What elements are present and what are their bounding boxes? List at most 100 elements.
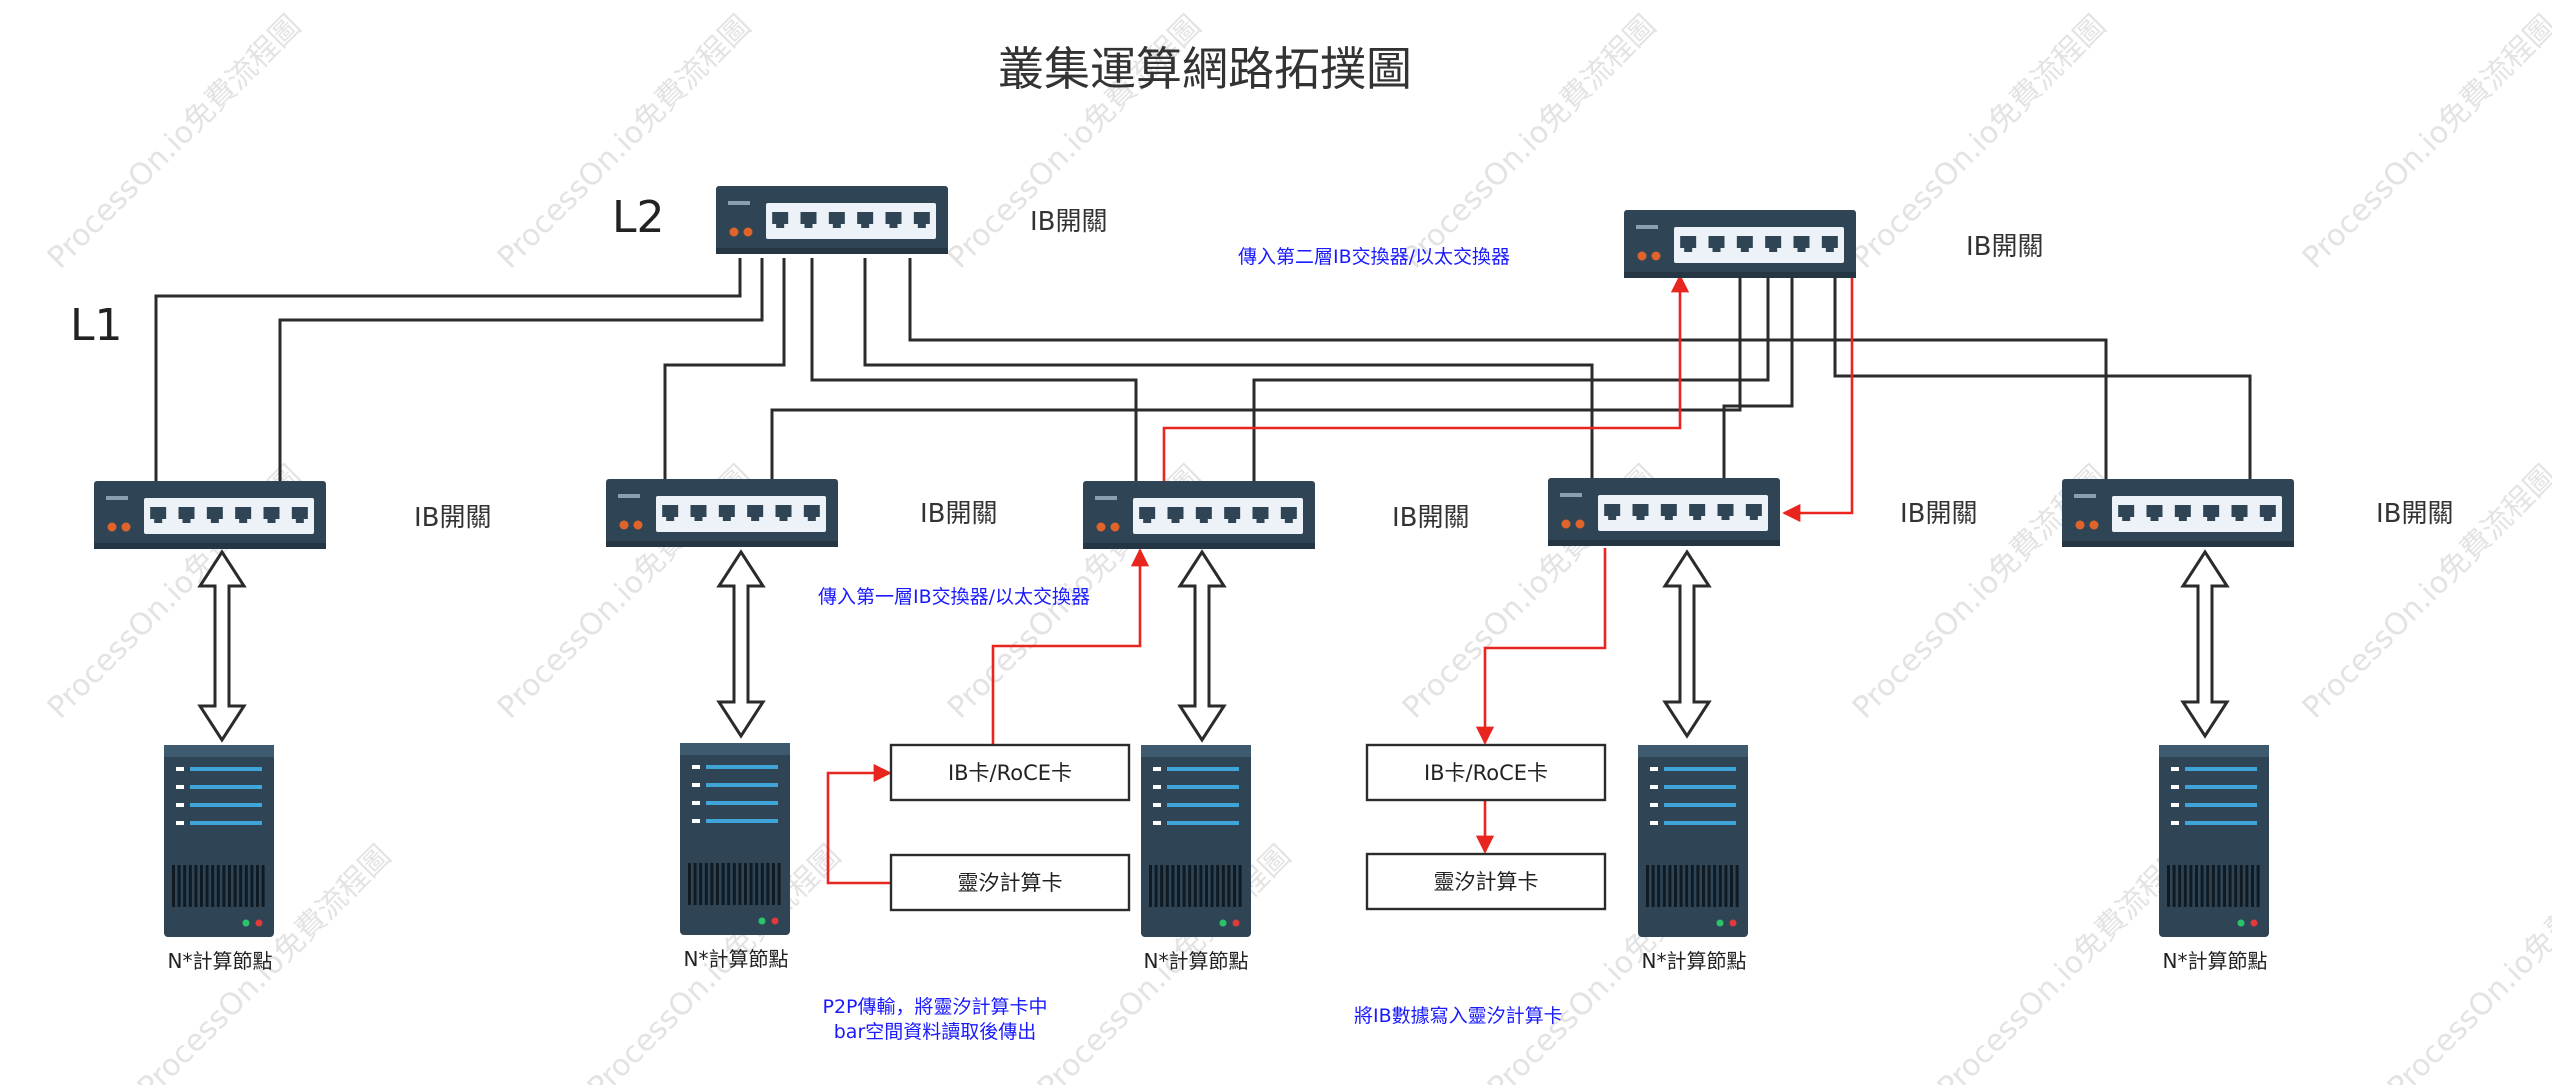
switch-l1-2[interactable] xyxy=(606,479,838,547)
port-icon xyxy=(206,507,223,523)
cable-l2a-p2-s1 xyxy=(278,258,764,484)
port-icon xyxy=(1252,507,1269,523)
switch-l1-1[interactable] xyxy=(94,481,326,549)
watermark-text: ProcessOn.io免費流程圖 xyxy=(2381,839,2552,1085)
port-icon xyxy=(1745,504,1762,520)
status-led xyxy=(2250,919,2258,927)
switch-label: IB開關 xyxy=(1966,232,2044,262)
switch-l1-4[interactable] xyxy=(1548,478,1780,546)
cable-l2b-p5-s5 xyxy=(1833,276,2252,484)
cable-l2a-p5-s4 xyxy=(863,258,1594,484)
port-icon xyxy=(1604,504,1621,520)
status-led xyxy=(1232,919,1240,927)
annotation-to-layer2: 傳入第二層IB交換器/以太交換器 xyxy=(1238,246,1510,268)
port-icon xyxy=(1632,504,1649,520)
ib-card-label: IB卡/RoCE卡 xyxy=(948,761,1072,785)
port-icon xyxy=(1224,507,1241,523)
cable-l2a-p3-s2 xyxy=(663,258,786,484)
watermark-text: ProcessOn.io免費流程圖 xyxy=(1931,839,2198,1085)
annotation-p2p-line2: bar空間資料讀取後傳出 xyxy=(834,1021,1037,1043)
port-icon xyxy=(1821,236,1838,252)
server-icon[interactable] xyxy=(2159,745,2269,937)
server-icon[interactable] xyxy=(1141,745,1251,937)
port-icon xyxy=(775,505,792,521)
port-icon xyxy=(1708,236,1725,252)
diagram-title: 叢集運算網路拓撲圖 xyxy=(998,42,1412,96)
port-icon xyxy=(747,505,764,521)
status-led xyxy=(1716,919,1724,927)
watermark-text: ProcessOn.io免費流程圖 xyxy=(2296,9,2552,276)
switch-l2-a[interactable] xyxy=(716,186,948,254)
port-icon xyxy=(2174,505,2191,521)
uplink-cables xyxy=(154,258,2252,484)
switch-l1-3[interactable] xyxy=(1083,481,1315,549)
port-icon xyxy=(1280,507,1297,523)
path-compute-to-ibcard xyxy=(826,763,892,885)
status-led xyxy=(2089,520,2099,530)
port-icon xyxy=(2259,505,2276,521)
port-icon xyxy=(828,212,845,228)
status-led xyxy=(1729,919,1737,927)
server-icon[interactable] xyxy=(680,743,790,935)
ib-card-box-right[interactable]: IB卡/RoCE卡 xyxy=(1365,743,1607,802)
port-icon xyxy=(2231,505,2248,521)
port-icon xyxy=(1195,507,1212,523)
compute-card-label: 靈汐計算卡 xyxy=(958,871,1063,895)
cable-l2a-p6-s5 xyxy=(908,258,2108,484)
port-icon xyxy=(235,507,252,523)
watermark-text: ProcessOn.io免費流程圖 xyxy=(41,9,308,276)
port-icon xyxy=(1793,236,1810,252)
port-icon xyxy=(1167,507,1184,523)
port-icon xyxy=(913,212,930,228)
switch-l2-b[interactable] xyxy=(1624,210,1856,278)
port-icon xyxy=(1736,236,1753,252)
annotation-to-layer1: 傳入第一層IB交換器/以太交換器 xyxy=(818,586,1090,608)
compute-card-box-left[interactable]: 靈汐計算卡 xyxy=(889,853,1131,912)
path-ibcard-to-switch3 xyxy=(991,548,1150,745)
switch-label: IB開關 xyxy=(1392,503,1470,533)
compute-card-box-right[interactable]: 靈汐計算卡 xyxy=(1365,852,1607,911)
layer-l2-label: L2 xyxy=(612,192,665,243)
port-icon xyxy=(2118,505,2135,521)
node-label: N*計算節點 xyxy=(2163,949,2268,973)
layer-l1-label: L1 xyxy=(70,300,123,351)
annotation-p2p-line1: P2P傳輸，將靈汐計算卡中 xyxy=(822,996,1047,1018)
status-led xyxy=(1110,522,1120,532)
status-led xyxy=(1219,919,1227,927)
port-icon xyxy=(2146,505,2163,521)
switch-label: IB開關 xyxy=(414,503,492,533)
port-icon xyxy=(178,507,195,523)
status-led xyxy=(1637,251,1647,261)
status-led xyxy=(619,520,629,530)
port-icon xyxy=(1765,236,1782,252)
cable-l2b-p1-s2 xyxy=(770,276,1742,484)
status-led xyxy=(729,227,739,237)
node-label: N*計算節點 xyxy=(684,947,789,971)
server-icon[interactable] xyxy=(1638,745,1748,937)
ib-card-box-left[interactable]: IB卡/RoCE卡 xyxy=(889,743,1131,802)
status-led xyxy=(242,919,250,927)
status-led xyxy=(633,520,643,530)
status-led xyxy=(2237,919,2245,927)
server-icon[interactable] xyxy=(164,745,274,937)
port-icon xyxy=(150,507,167,523)
compute-card-label: 靈汐計算卡 xyxy=(1434,870,1539,894)
switch-label: IB開關 xyxy=(1900,499,1978,529)
switch-label: IB開關 xyxy=(1030,207,1108,237)
annotation-write-card: 將IB數據寫入靈汐計算卡 xyxy=(1354,1005,1563,1027)
path-layer2-to-switch4 xyxy=(1782,276,1854,523)
cable-l2b-p3-s4 xyxy=(1722,276,1794,484)
port-icon xyxy=(800,212,817,228)
port-icon xyxy=(662,505,679,521)
bidirectional-arrow xyxy=(1662,549,1712,739)
switch-l1-5[interactable] xyxy=(2062,479,2294,547)
port-icon xyxy=(718,505,735,521)
bidirectional-arrow xyxy=(1177,549,1227,743)
status-led xyxy=(771,917,779,925)
port-icon xyxy=(690,505,707,521)
status-led xyxy=(121,522,131,532)
status-led xyxy=(1651,251,1661,261)
path-to-layer2 xyxy=(1162,274,1690,484)
status-led xyxy=(1561,519,1571,529)
port-icon xyxy=(291,507,308,523)
